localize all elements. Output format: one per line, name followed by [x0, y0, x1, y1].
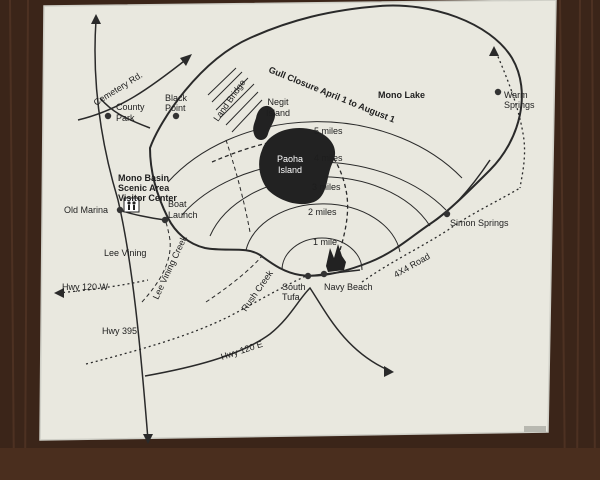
creeks	[141, 139, 263, 303]
warm-springs-line2: Springs	[504, 100, 535, 110]
arrow-northeast-icon	[180, 54, 192, 66]
county-park-line2: Park	[116, 113, 135, 123]
rush-creek-line	[205, 255, 263, 303]
black-point-dot	[172, 112, 180, 120]
boat-launch-line2: Launch	[168, 210, 198, 220]
dirt-roads	[57, 51, 526, 365]
south-tufa-line1: South	[282, 282, 306, 292]
navy-beach-dot	[320, 270, 328, 278]
road-arrows	[54, 14, 499, 444]
ring-label-5: 5 miles	[314, 126, 343, 136]
map-paper	[39, 0, 557, 441]
hwy-120-w-label: Hwy 120 W	[62, 282, 109, 292]
sign-clip	[524, 426, 546, 432]
ring-label-2: 2 miles	[308, 207, 337, 217]
ring-2-miles	[245, 203, 401, 253]
county-park-line1: County	[116, 102, 145, 112]
old-marina-label: Old Marina	[64, 205, 108, 215]
black-point-line1: Black	[165, 93, 188, 103]
arrow-south-icon	[143, 434, 153, 444]
arrow-east-icon	[384, 366, 394, 377]
navy-beach-label: Navy Beach	[324, 282, 373, 292]
paoha-island-line1: Paoha	[277, 154, 303, 164]
ring-1-mile	[281, 237, 363, 271]
south-tufa-dot	[304, 272, 312, 280]
navy-beach-road	[307, 269, 361, 277]
hwy-120-e-road	[144, 286, 389, 377]
ring-label-4: 4 miles	[314, 153, 343, 163]
simon-springs-label: Simon Springs	[450, 218, 509, 228]
ring-5-miles	[167, 121, 463, 183]
warm-springs-line1: Warm	[504, 90, 528, 100]
lee-vining-label: Lee Vining	[104, 248, 146, 258]
ring-label-1: 1 mile	[313, 237, 337, 247]
paoha-island-line2: Island	[278, 165, 302, 175]
paoha-island	[259, 128, 336, 205]
warm-springs-dot	[494, 88, 502, 96]
gull-closure-boundary	[211, 137, 349, 251]
visitor-center-line2: Scenic Area	[118, 183, 170, 193]
hwy-395-road	[94, 19, 149, 441]
land-bridge-trail	[225, 139, 251, 233]
visitor-center-icon	[123, 197, 140, 213]
old-marina-dot	[116, 206, 124, 214]
boat-launch-line1: Boat	[168, 199, 187, 209]
county-park-dot	[104, 112, 112, 120]
ring-label-3: 3 miles	[312, 182, 341, 192]
visitor-center-line3: Visitor Center	[118, 193, 177, 203]
arrow-north-icon	[91, 14, 101, 24]
simon-springs-dot	[443, 210, 451, 218]
hwy-120-w-road	[57, 279, 149, 294]
hwy-395-label: Hwy 395	[102, 326, 137, 336]
black-point-line2: Point	[165, 103, 186, 113]
lake-name-label: Mono Lake	[378, 90, 425, 100]
boat-launch-dot	[161, 216, 169, 224]
simon-springs-road	[429, 159, 491, 225]
negit-island-line1: Negit	[267, 97, 289, 107]
cemetery-road	[77, 57, 189, 121]
land-bridge-hatch	[207, 67, 263, 133]
hwy-395-south-track	[85, 275, 307, 365]
negit-island	[253, 105, 276, 140]
county-park-road	[99, 97, 151, 129]
road-4x4-track	[361, 187, 521, 283]
south-tufa-line2: Tufa	[282, 292, 300, 302]
tufa-formation	[326, 244, 346, 272]
warm-springs-track	[495, 51, 526, 189]
negit-island-line2: Island	[266, 108, 290, 118]
visitor-center-line1: Mono Basin	[118, 173, 169, 183]
lee-vining-creek-line	[141, 219, 171, 303]
location-dots	[104, 88, 502, 280]
